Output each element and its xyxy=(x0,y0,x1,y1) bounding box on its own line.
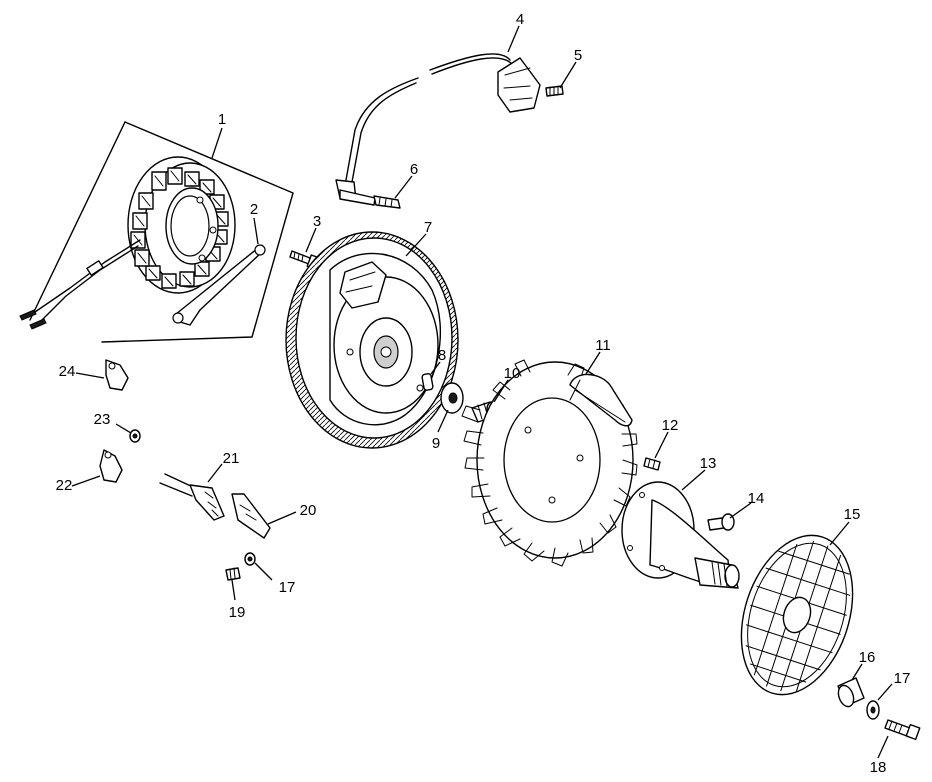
fan-hub xyxy=(621,481,740,589)
callout-24: 24 xyxy=(59,363,76,380)
callout-14: 14 xyxy=(748,490,765,507)
washer-17b xyxy=(866,700,880,720)
callout-19: 19 xyxy=(229,604,246,621)
screw-5 xyxy=(545,85,564,97)
callout-21: 21 xyxy=(223,450,240,467)
stator-assembly xyxy=(19,121,294,343)
bolt-14 xyxy=(707,513,735,531)
key-8 xyxy=(421,373,434,391)
washer-23 xyxy=(129,429,141,443)
screw-19 xyxy=(225,567,241,581)
wire-clamp-22 xyxy=(99,449,123,483)
plug-terminal-6 xyxy=(373,195,401,209)
callout-3: 3 xyxy=(313,213,321,230)
screw-12 xyxy=(643,457,661,471)
bracket-20 xyxy=(231,493,271,539)
leader-lines xyxy=(71,25,893,759)
stator-windings xyxy=(130,167,229,289)
rotating-screen xyxy=(740,534,854,696)
callout-9: 9 xyxy=(432,435,440,452)
washer-9 xyxy=(440,382,464,414)
callout-17b: 17 xyxy=(894,670,911,687)
callout-5: 5 xyxy=(574,47,582,64)
stator-lead-wire xyxy=(34,239,141,313)
callout-4: 4 xyxy=(516,11,524,28)
callout-labels: 1 2 3 4 5 6 7 8 9 10 11 12 13 14 15 16 1… xyxy=(56,11,911,776)
callout-11: 11 xyxy=(595,337,611,354)
callout-16: 16 xyxy=(859,649,876,666)
washer-17a xyxy=(244,552,256,566)
stator-kit-outline xyxy=(101,121,294,343)
callout-15: 15 xyxy=(844,506,861,523)
callout-17a: 17 xyxy=(279,579,296,596)
callout-12: 12 xyxy=(662,417,679,434)
callout-10: 10 xyxy=(504,365,521,382)
cooling-fan xyxy=(461,359,638,567)
wire-clamp-24 xyxy=(105,359,129,391)
callout-8: 8 xyxy=(438,347,446,364)
connector-21 xyxy=(159,473,225,521)
callout-20: 20 xyxy=(300,502,317,519)
flywheel xyxy=(285,231,459,449)
callout-1: 1 xyxy=(218,111,226,128)
callout-18: 18 xyxy=(870,759,887,776)
callout-6: 6 xyxy=(410,161,418,178)
callout-13: 13 xyxy=(700,455,717,472)
callout-23: 23 xyxy=(94,411,111,428)
callout-7: 7 xyxy=(424,219,432,236)
callout-2: 2 xyxy=(250,201,258,218)
ground-strap xyxy=(172,244,266,326)
ignition-lead xyxy=(335,53,541,206)
callout-22: 22 xyxy=(56,477,73,494)
spacer-16 xyxy=(837,677,865,708)
bolt-18 xyxy=(884,719,921,741)
